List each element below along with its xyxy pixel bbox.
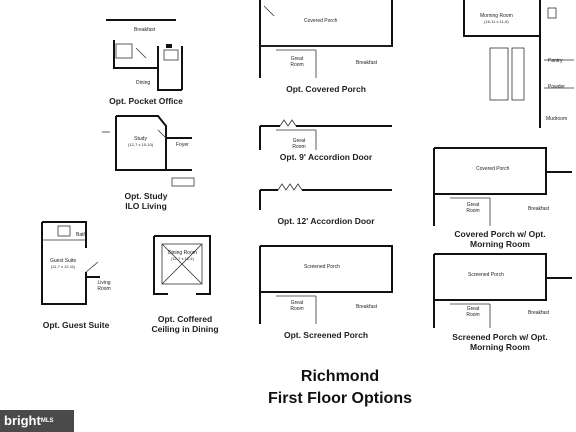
room-covered-porch: Covered Porch [304, 18, 338, 24]
room-guest-suite: Guest Suite (11-7 x 12-11) [50, 258, 76, 270]
morning-room-drawing [463, 0, 574, 128]
room-breakfast: Breakfast [356, 304, 378, 310]
plan-morning-room: Morning Room (16-11 x 11-6) Pantry Powde… [460, 0, 576, 130]
caption-coffered-line2: Ceiling in Dining [151, 324, 219, 334]
room-breakfast: Breakfast [356, 60, 378, 66]
room-breakfast: Breakfast [528, 206, 550, 212]
caption-screened-morning-line1: Screened Porch w/ Opt. [452, 332, 548, 342]
coffered-drawing [153, 235, 211, 295]
room-great: Great Room [290, 56, 304, 68]
room-mudroom: Mudroom [546, 116, 568, 122]
plan-accordion-9: Great Room [256, 116, 396, 152]
brightmls-watermark: brightMLS [0, 410, 74, 432]
room-foyer: Foyer [176, 142, 189, 148]
room-living: Living Room [97, 280, 111, 292]
room-great: Great Room [466, 202, 480, 214]
caption-screened-porch: Opt. Screened Porch [283, 330, 369, 340]
caption-screened-morning: Screened Porch w/ Opt. Morning Room [430, 332, 570, 352]
title-line2: First Floor Options [268, 390, 412, 407]
room-screened-porch: Screened Porch [468, 272, 504, 278]
watermark-suffix: MLS [40, 418, 54, 424]
morning-dimensions: (16-11 x 11-6) [484, 19, 509, 24]
caption-accordion-9: Opt. 9' Accordion Door [279, 152, 373, 162]
room-bath: Bath [76, 232, 87, 238]
plan-coffered: Dining Room (12-7 x 12-4) [146, 222, 224, 310]
document-title: Richmond First Floor Options [250, 366, 430, 410]
guest-suite-label: Guest Suite [50, 258, 77, 264]
study-dimensions: (12-7 x 10-10) [128, 142, 154, 147]
caption-study-line1: Opt. Study [124, 191, 168, 201]
caption-coffered-line1: Opt. Coffered [157, 314, 213, 324]
room-dining: Dining [136, 80, 151, 86]
caption-screened-morning-line2: Morning Room [470, 342, 530, 352]
caption-coffered: Opt. Coffered Ceiling in Dining [140, 314, 230, 334]
study-drawing [102, 115, 195, 187]
caption-pocket-office: Opt. Pocket Office [109, 96, 183, 106]
plan-guest-suite: Bath Guest Suite (11-7 x 12-11) Living R… [36, 218, 116, 313]
room-dining: Dining Room (12-7 x 12-4) [168, 250, 197, 262]
room-study: Study (12-7 x 10-10) [128, 136, 153, 148]
guest-suite-drawing [41, 221, 100, 305]
morning-label: Morning Room [480, 13, 513, 19]
room-morning: Morning Room (16-11 x 11-6) [480, 13, 513, 25]
plan-covered-porch: Covered Porch Great Room Breakfast [256, 0, 396, 82]
guest-suite-dimensions: (11-7 x 12-11) [50, 264, 76, 269]
room-covered-porch: Covered Porch [476, 166, 510, 172]
plan-pocket-office: Breakfast Dining [96, 18, 196, 93]
study-label: Study [134, 136, 147, 142]
covered-morning-drawing [433, 147, 572, 226]
caption-covered-morning: Covered Porch w/ Opt. Morning Room [430, 229, 570, 249]
caption-covered-porch: Opt. Covered Porch [286, 84, 366, 94]
room-breakfast: Breakfast [134, 27, 156, 33]
plan-screened-porch: Screened Porch Great Room Breakfast [256, 240, 396, 326]
room-breakfast: Breakfast [528, 310, 550, 316]
pocket-office-drawing [106, 19, 183, 91]
caption-covered-morning-line2: Morning Room [470, 239, 530, 249]
screened-porch-drawing [259, 245, 393, 324]
watermark-text: bright [4, 413, 41, 428]
accordion-12-drawing [259, 183, 392, 210]
caption-covered-morning-line1: Covered Porch w/ Opt. [454, 229, 546, 239]
plan-screened-morning: Screened Porch Great Room Breakfast [430, 250, 576, 330]
plan-accordion-12 [256, 180, 396, 212]
room-great: Great Room [292, 138, 306, 150]
covered-porch-drawing [259, 0, 393, 78]
room-powder: Powder [548, 84, 565, 90]
room-great: Great Room [290, 300, 304, 312]
plan-covered-morning: Covered Porch Great Room Breakfast [430, 142, 576, 228]
accordion-9-drawing [259, 119, 392, 150]
room-great: Great Room [466, 306, 480, 318]
title-line1: Richmond [300, 368, 380, 385]
dining-dimensions: (12-7 x 12-4) [171, 256, 194, 261]
caption-study: Opt. Study ILO Living [96, 191, 196, 211]
caption-guest-suite: Opt. Guest Suite [42, 320, 110, 330]
caption-study-line2: ILO Living [125, 201, 167, 211]
caption-accordion-12: Opt. 12' Accordion Door [277, 216, 375, 226]
screened-morning-drawing [433, 253, 572, 328]
room-pantry: Pantry [548, 58, 563, 64]
dining-label: Dining Room [168, 250, 197, 256]
plan-study: Study (12-7 x 10-10) Foyer [100, 112, 196, 187]
room-screened-porch: Screened Porch [304, 264, 340, 270]
